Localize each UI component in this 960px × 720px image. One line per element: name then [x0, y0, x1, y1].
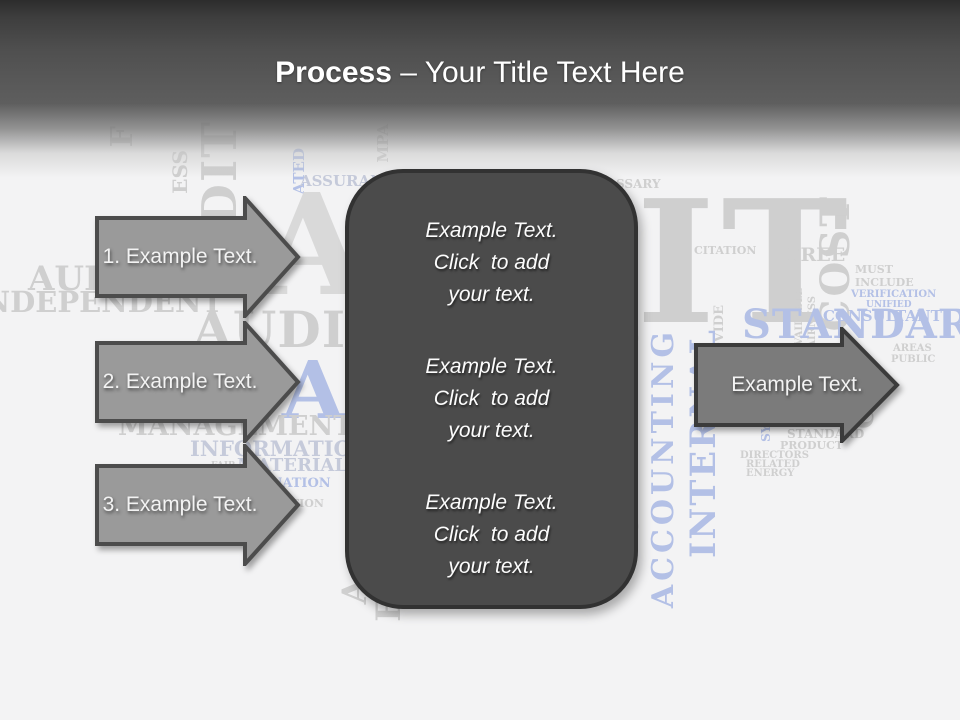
wordcloud-word: PUBLIC	[891, 354, 936, 365]
title-bar: Process – Your Title Text Here	[0, 0, 960, 178]
step-3-arrow[interactable]: 3. Example Text.	[95, 444, 301, 566]
wordcloud-word: DIRECTORS	[740, 450, 809, 461]
center-text-box[interactable]: Example Text. Click to add your text. Ex…	[345, 169, 638, 609]
wordcloud-word: PRODUCT	[780, 439, 844, 452]
wordcloud-word: ACCOUNTING	[646, 328, 681, 609]
step-1-arrow[interactable]: 1. Example Text.	[95, 196, 301, 318]
result-arrow-label: Example Text.	[731, 373, 863, 396]
wordcloud-word: CITATION	[694, 244, 757, 257]
wordcloud-word: IT	[636, 163, 855, 363]
wordcloud-word: VERIFICATION	[851, 289, 937, 300]
wordcloud-word: SSARY	[616, 177, 661, 191]
arrow-right-shape	[95, 444, 301, 566]
step-1-label: 1. Example Text.	[102, 245, 258, 268]
arrow-right-shape	[95, 321, 301, 443]
wordcloud-word: MUST	[855, 263, 893, 276]
placeholder-text-2[interactable]: Example Text. Click to add your text.	[425, 355, 558, 442]
arrow-right-shape	[95, 196, 301, 318]
wordcloud-word: ATION	[283, 497, 324, 510]
result-arrow[interactable]: Example Text.	[694, 327, 900, 443]
wordcloud-word: CONSULTANT	[823, 307, 942, 325]
title-keyword: Process	[275, 56, 392, 89]
slide-title: Process – Your Title Text Here	[0, 56, 960, 90]
step-2-label: 2. Example Text.	[102, 370, 258, 393]
placeholder-text-3[interactable]: Example Text. Click to add your text.	[425, 491, 558, 578]
arrow-right-shape	[694, 327, 900, 443]
wordcloud-word: INFORMATION	[190, 436, 372, 461]
placeholder-text-1[interactable]: Example Text. Click to add your text.	[425, 219, 558, 306]
step-3-label: 3. Example Text.	[102, 493, 258, 516]
wordcloud-word: FREE	[787, 244, 846, 266]
title-subtitle: – Your Title Text Here	[391, 56, 685, 89]
wordcloud-word: RELATED	[746, 459, 800, 470]
step-2-arrow[interactable]: 2. Example Text.	[95, 321, 301, 443]
wordcloud-word: UNIFIED	[866, 300, 912, 310]
wordcloud-word: INCLUDE	[855, 276, 914, 289]
wordcloud-word: ENERGY	[746, 468, 795, 479]
wordcloud-word: AREAS	[893, 343, 932, 354]
